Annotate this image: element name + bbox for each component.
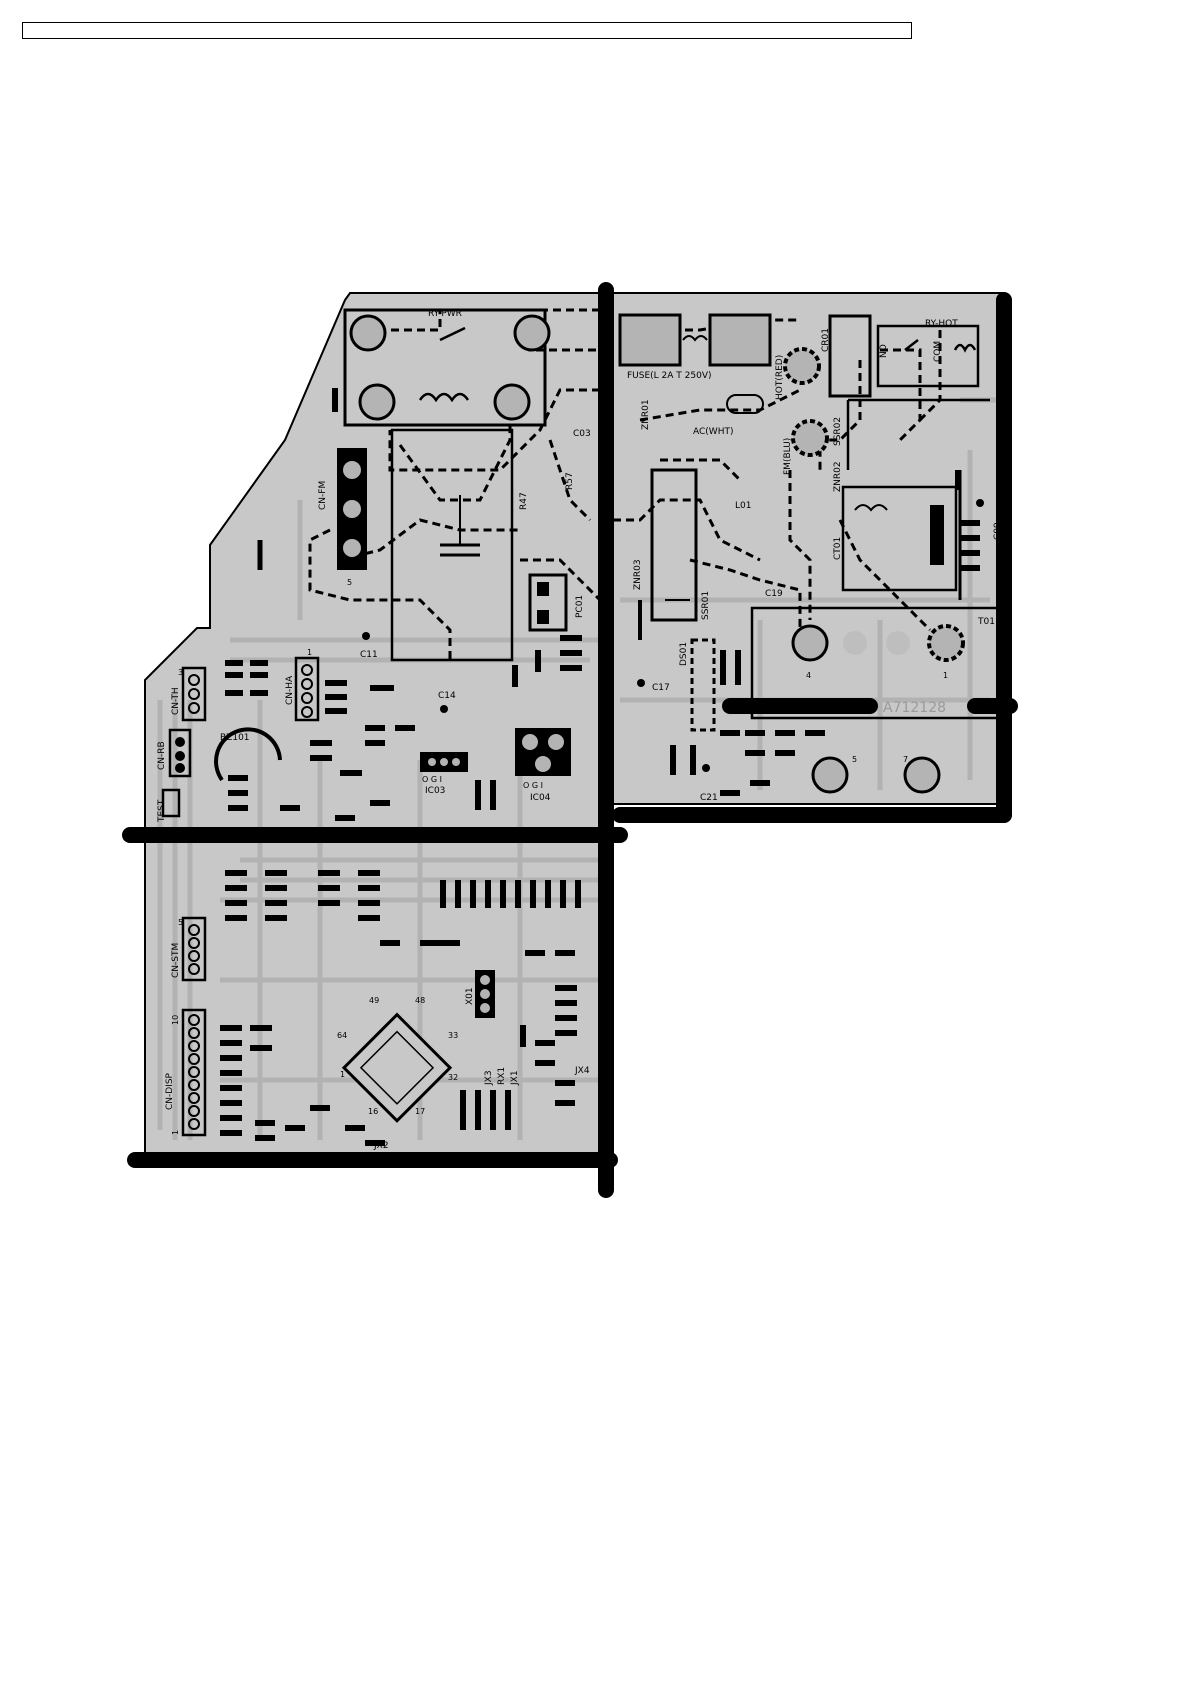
label-c14: C14 (438, 691, 456, 701)
label-ic-pin1: 1 (340, 1070, 345, 1079)
label-fuse: FUSE(L 2A T 250V) (627, 371, 712, 381)
label-ry-pwr: RY-PWR (428, 309, 462, 319)
label-cn-disp-pin10: 10 (171, 1015, 180, 1025)
pad-5 (811, 756, 849, 794)
microcontroller-qfp64 (341, 1012, 453, 1123)
label-c19: C19 (765, 589, 783, 599)
label-x01: X01 (465, 987, 475, 1005)
connector-cn-ha (294, 656, 320, 722)
pcb-code: A712128 (883, 700, 946, 716)
connector-cn-rb (168, 728, 192, 778)
photocoupler-pc01 (528, 573, 568, 632)
pcb-board (144, 292, 1005, 1156)
ssr01-block (638, 468, 698, 640)
label-c21: C21 (700, 793, 718, 803)
label-ic-pin64: 64 (337, 1031, 347, 1040)
label-t01-pin4: 4 (806, 671, 811, 680)
label-ic04-pins: O G I (523, 781, 543, 790)
current-transformer-ct01 (841, 470, 962, 600)
label-pad7: 7 (903, 755, 908, 764)
label-l01: L01 (735, 501, 751, 511)
label-cn-th: CN-TH (171, 687, 181, 715)
relay-ry-pwr (332, 308, 551, 427)
label-ct01: CT01 (833, 537, 843, 560)
label-ds01: DS01 (679, 642, 689, 666)
label-cn-fm-pin: 5 (347, 578, 352, 587)
label-hot-red: HOT(RED) (775, 355, 785, 400)
label-ic-pin17: 17 (415, 1107, 425, 1116)
label-ssr01: SSR01 (701, 591, 711, 620)
label-cn-stm: CN-STM (171, 943, 181, 978)
label-ic-pin16: 16 (368, 1107, 378, 1116)
label-no: NO (879, 344, 889, 358)
label-ic-pin49: 49 (369, 996, 379, 1005)
connector-cn-th (181, 666, 207, 722)
header-frame (22, 22, 912, 39)
label-ry-hot: RY-HOT (925, 319, 958, 329)
connector-test (161, 788, 181, 818)
label-znr02: ZNR02 (833, 461, 843, 492)
label-ssr02: SSR02 (833, 417, 843, 446)
smd-components (220, 470, 980, 1146)
label-test: TEST (157, 799, 167, 823)
label-ac-wht: AC(WHT) (693, 427, 733, 437)
label-cn-rb: CN-RB (157, 741, 167, 770)
terminal-fm (791, 419, 829, 457)
capacitor-block (390, 428, 514, 662)
label-c09: C09 (993, 522, 1003, 540)
label-znr01: ZNR01 (641, 399, 651, 430)
label-com: COM (933, 341, 943, 362)
board-split-lines (122, 282, 1018, 1198)
label-r47: R47 (519, 492, 529, 510)
label-jx3: JX3 (484, 1070, 494, 1086)
connector-cn-disp (181, 1008, 207, 1137)
connector-ds01 (690, 638, 716, 732)
label-jx4: JX4 (574, 1066, 590, 1076)
label-jx1: JX1 (510, 1070, 520, 1086)
regulator-ic04 (515, 728, 571, 776)
label-ic-pin48: 48 (415, 996, 425, 1005)
label-pad5: 5 (852, 755, 857, 764)
label-t01-pin1: 1 (943, 671, 948, 680)
polarity-markers (362, 499, 984, 772)
label-jx2: JX2 (373, 1141, 389, 1151)
label-c11: C11 (360, 650, 378, 660)
label-pc01: PC01 (575, 595, 585, 618)
label-cn-ha: CN-HA (285, 675, 295, 705)
terminal-hot (783, 347, 821, 385)
label-cn-th-pin: 3 (178, 668, 183, 677)
label-znr03: ZNR03 (633, 559, 643, 590)
connector-cn-fm (257, 448, 367, 570)
label-ic03: IC03 (425, 786, 445, 796)
connector-cn-stm (181, 916, 207, 982)
label-cn-disp-pin1: 1 (171, 1130, 180, 1135)
buzzer-bz101 (214, 727, 282, 782)
crystal-x01 (475, 970, 495, 1018)
label-rx1: RX1 (497, 1067, 507, 1085)
relay-ry-hot (828, 314, 990, 470)
label-r57: R57 (565, 472, 575, 490)
transformer-t01 (750, 606, 1004, 720)
label-fm-blu: FM(BLU) (783, 438, 793, 475)
label-ic-pin32: 32 (448, 1073, 458, 1082)
label-cn-ha-pin: 1 (307, 648, 312, 657)
label-cn-stm-pin: 5 (178, 918, 183, 927)
component-labels: RY-PWR RY-HOT FUSE(L 2A T 250V) CN-FM 5 … (157, 309, 1003, 1151)
label-c03: C03 (573, 429, 591, 439)
label-cn-fm: CN-FM (318, 481, 328, 510)
label-cn-disp: CN-DISP (165, 1072, 175, 1110)
label-bz101: BZ101 (220, 733, 250, 743)
fuse-blocks (618, 313, 772, 414)
label-ic03-pins: O G I (422, 775, 442, 784)
regulator-ic03 (420, 752, 468, 772)
label-t01: T01 (977, 617, 995, 627)
label-ic-pin33: 33 (448, 1031, 458, 1040)
label-cr01: CR01 (821, 328, 831, 352)
label-c17: C17 (652, 683, 670, 693)
pad-7 (903, 756, 941, 794)
label-ic04: IC04 (530, 793, 551, 803)
